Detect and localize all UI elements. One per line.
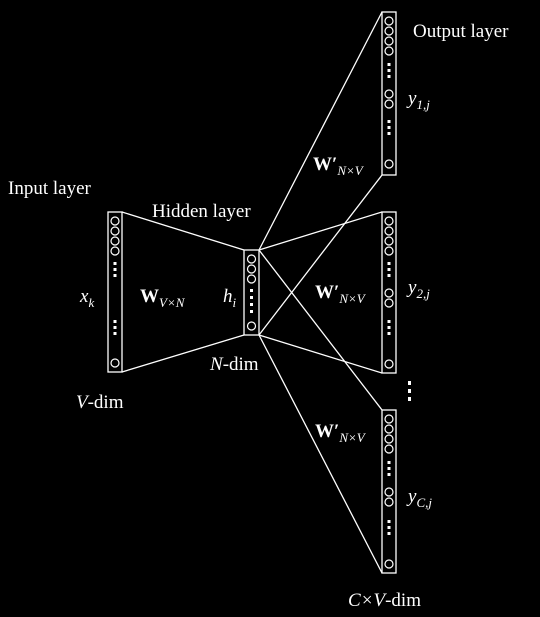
- hidden-output2-top-line: [258, 211, 383, 251]
- out1-sub: 1,j: [416, 97, 430, 112]
- input-var-sub: k: [88, 295, 94, 310]
- input-neuron-circles: [110, 216, 120, 368]
- input-var: x: [79, 286, 89, 307]
- weight-out-C: W′: [315, 421, 339, 442]
- outputC-ellipsis-dots: [387, 461, 391, 535]
- output-layer-label: Output layer: [413, 21, 509, 42]
- output-layer-2-box: [381, 211, 397, 374]
- outC-sub: C,j: [416, 495, 432, 510]
- output1-neuron-circles: [384, 16, 394, 169]
- cv-dim-suffix: -dim: [385, 590, 421, 611]
- output1-ellipsis-dots: [387, 63, 391, 135]
- connection-lines: [121, 11, 383, 574]
- n-dim-label: N-dim: [209, 354, 259, 375]
- weight-out-2: W′: [315, 282, 339, 303]
- hidden-neuron-circles: [246, 254, 257, 331]
- hidden-ellipsis-dots: [250, 289, 253, 313]
- weight-in: W: [140, 286, 159, 307]
- weight-out-C-label: W′N×V: [315, 421, 367, 445]
- output2-neuron-circles: [384, 216, 394, 369]
- input-hidden-top-line: [121, 211, 245, 251]
- weight-out-1: W′: [313, 154, 337, 175]
- hidden-output1-bottom-line: [258, 174, 383, 336]
- weight-out-1-label: W′N×V: [313, 154, 365, 178]
- out2-var: y: [406, 277, 417, 298]
- v-dim-letter: V: [76, 392, 90, 413]
- outputC-var-label: yC,j: [406, 486, 432, 510]
- hidden-outputC-top-line: [258, 249, 383, 411]
- between-outputs-ellipsis: [408, 381, 411, 401]
- output-layer-C-box: [381, 409, 397, 574]
- hidden-outputC-bottom-line: [258, 334, 383, 574]
- outputC-neuron-circles: [384, 414, 394, 569]
- weight-out-2-label: W′N×V: [315, 282, 367, 306]
- weight-in-label: WV×N: [140, 286, 186, 310]
- hidden-output2-bottom-line: [258, 334, 383, 374]
- v-dim-label: V-dim: [76, 392, 124, 413]
- input-ellipsis-dots: [113, 262, 117, 335]
- n-dim-suffix: -dim: [223, 354, 259, 375]
- weight-in-sub: V×N: [159, 295, 186, 310]
- hidden-output1-top-line: [258, 11, 383, 251]
- input-vector-label: xk: [79, 286, 94, 310]
- input-hidden-bottom-line: [121, 334, 245, 373]
- hidden-var-sub: i: [233, 295, 237, 310]
- v-dim-suffix: -dim: [88, 392, 124, 413]
- input-layer-label: Input layer: [8, 178, 92, 199]
- output2-var-label: y2,j: [406, 277, 430, 301]
- out1-var: y: [406, 88, 417, 109]
- input-layer-box: [107, 211, 123, 373]
- weight-out-1-sub: N×V: [336, 163, 364, 178]
- output2-ellipsis-dots: [387, 262, 391, 335]
- weight-out-2-sub: N×V: [338, 291, 366, 306]
- output-layer-1-box: [381, 11, 397, 176]
- weight-out-C-sub: N×V: [338, 430, 366, 445]
- out2-sub: 2,j: [416, 286, 430, 301]
- n-dim-letter: N: [209, 354, 224, 375]
- cv-dim-label: C×V-dim: [348, 590, 421, 611]
- hidden-layer-box: [243, 249, 260, 336]
- hidden-vector-label: hi: [223, 286, 237, 310]
- outC-var: y: [406, 486, 417, 507]
- output1-var-label: y1,j: [406, 88, 430, 112]
- cv-dim-text: C×V: [348, 590, 387, 611]
- hidden-layer-label: Hidden layer: [152, 201, 251, 222]
- hidden-var: h: [223, 286, 233, 307]
